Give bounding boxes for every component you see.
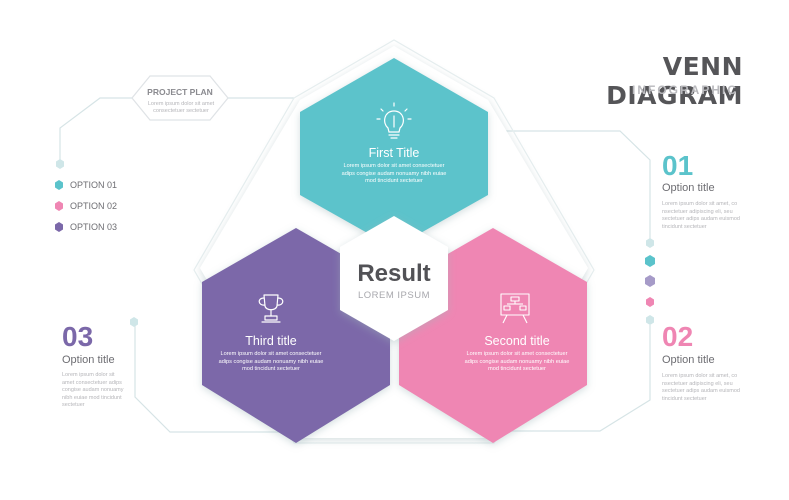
page-title: VENN DIAGRAM [606,52,743,110]
first-hexagon-title: First Title [368,146,420,160]
project-plan-text: Lorem ipsum dolor sit amet consectetuer … [147,101,215,114]
legend-marker-01 [55,180,63,190]
option-02-text: Lorem ipsum dolor sit amet, co nsectetue… [662,373,740,402]
line-end-marker [646,315,654,325]
project-plan-shape [131,75,229,121]
right-marker-pink [646,297,654,307]
legend-label-03: OPTION 03 [70,222,118,232]
result-subtitle: LOREM IPSUM [357,290,430,301]
second-hexagon-text: Lorem ipsum dolor sit amet consectetuer … [464,351,570,372]
line-end-marker [130,317,138,327]
option-03-number: 03 [62,321,94,352]
legend-marker-02 [55,201,63,211]
third-hexagon-title: Third title [245,334,297,348]
option-02-title: Option title [662,354,715,366]
option-03-title: Option title [62,354,115,366]
third-hexagon-text: Lorem ipsum dolor sit amet consectetuer … [218,351,324,372]
option-01-number: 01 [662,150,694,181]
right-marker-teal [645,255,655,267]
flowchart-board-icon [500,293,530,324]
connector-lines [59,97,651,433]
option-02-number: 02 [662,321,694,352]
page-subtitle: INFOGRAPHIC [632,83,738,97]
legend-marker-03 [55,222,63,232]
legend-label-02: OPTION 02 [70,201,118,211]
first-hexagon-text: Lorem ipsum dolor sit amet consectetuer … [341,163,447,184]
legend-label-01: OPTION 01 [70,180,118,190]
option-01-text: Lorem ipsum dolor sit amet, co nsectetue… [662,201,740,230]
lightbulb-icon [376,102,412,139]
line-end-marker [56,159,64,169]
result-title: Result [357,260,431,287]
project-plan-title: PROJECT PLAN [147,87,213,97]
option-01-title: Option title [662,182,715,194]
option-03-text: Lorem ipsum dolor sit amet consectetuer … [62,372,124,408]
line-end-marker [646,238,654,248]
right-marker-purple [645,275,655,287]
second-hexagon-title: Second title [484,334,550,348]
trophy-icon [258,294,284,323]
result-hexagon [340,216,448,341]
first-hexagon [300,58,488,248]
